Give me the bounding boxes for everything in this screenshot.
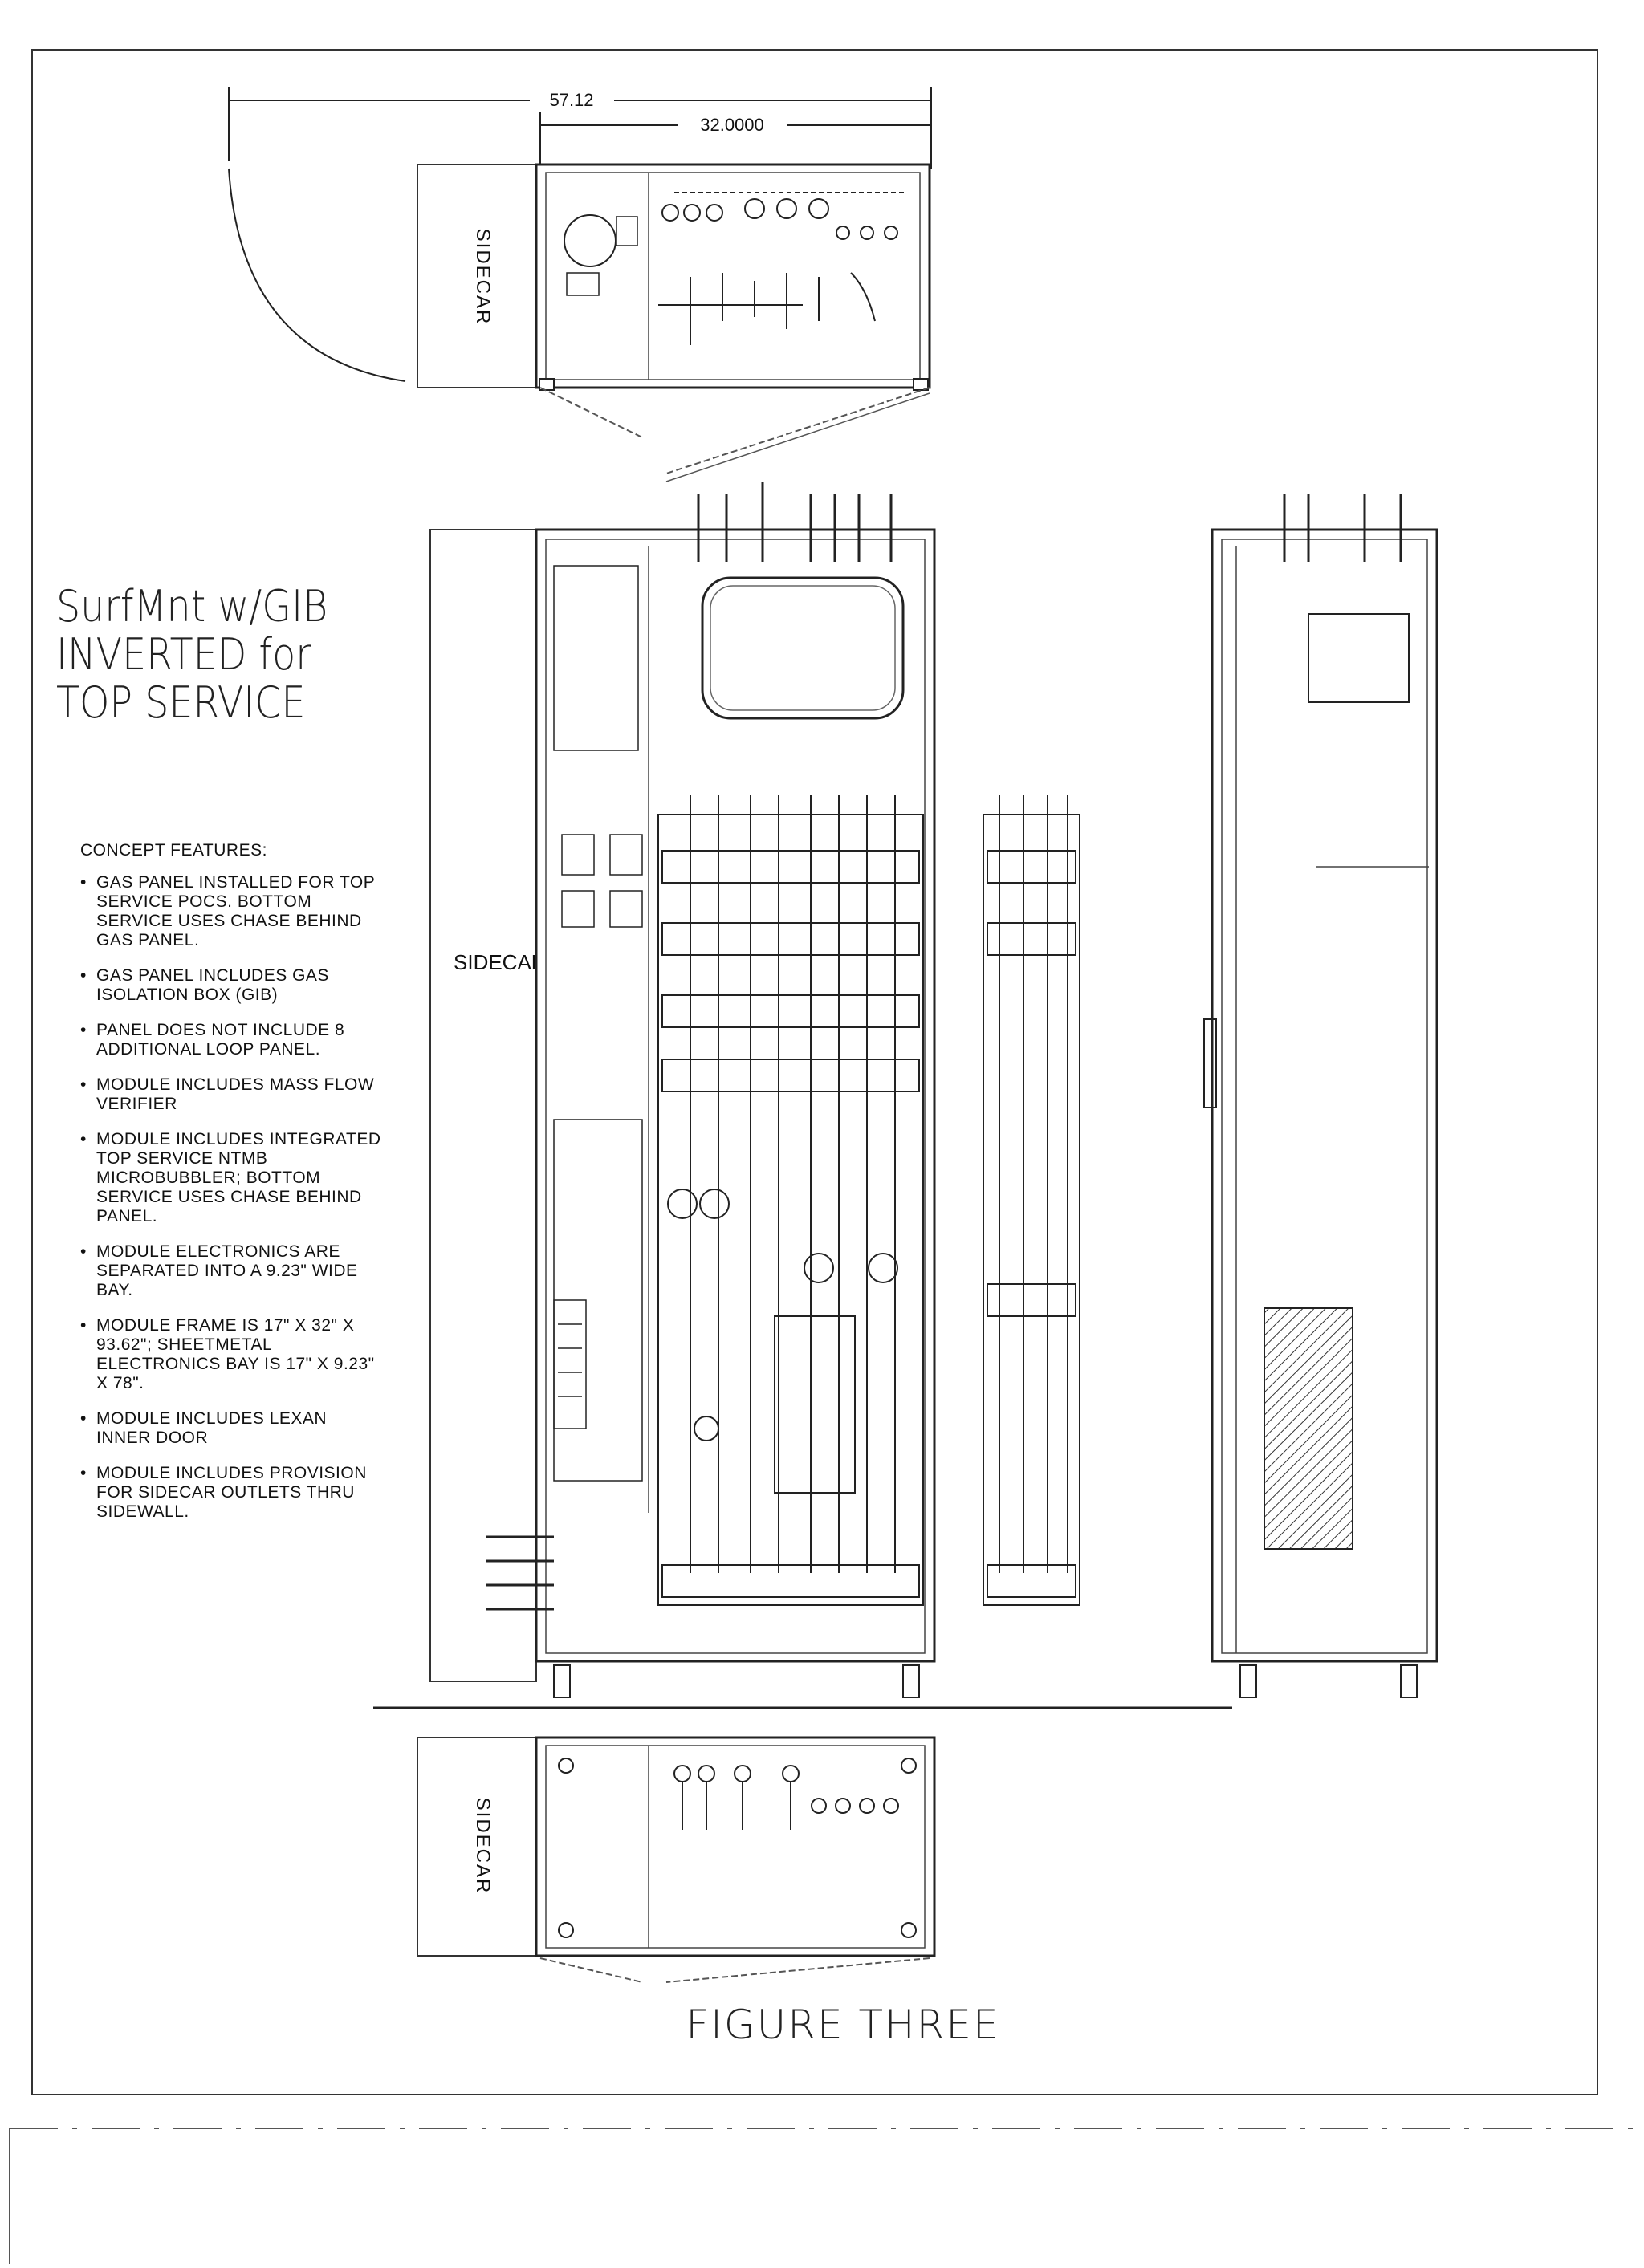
door-panel-right-bottom	[665, 1957, 930, 1983]
concept-features: CONCEPT FEATURES: GAS PANEL INSTALLED FO…	[80, 841, 385, 1538]
figure-caption: FIGURE THREE	[686, 2002, 1000, 2048]
title-line-2: INVERTED for	[56, 629, 311, 680]
sidecar-label-bottom: SIDECAR	[472, 1798, 494, 1895]
door-panel-right-top-edge	[665, 392, 930, 482]
title-line-3: TOP SERVICE	[56, 677, 306, 728]
sidecar-box-top	[417, 164, 537, 388]
gas-sticks-front	[661, 795, 920, 1598]
feature-item: GAS PANEL INCLUDES GAS ISOLATION BOX (GI…	[80, 966, 385, 1005]
module-body-top	[535, 163, 931, 389]
module-inner-top	[545, 172, 921, 380]
gas-panel	[657, 814, 924, 1606]
electronics-bay	[553, 565, 643, 1482]
feature-item: GAS PANEL INSTALLED FOR TOP SERVICE POCs…	[80, 873, 385, 950]
module-inner-bottom	[545, 1745, 926, 1949]
sidecar-label-front: SIDECAR	[454, 950, 547, 974]
top-poc-stubs	[697, 482, 893, 562]
door-swing-arc	[228, 168, 406, 382]
sidecar-box-front	[429, 529, 537, 1682]
top-view: 57.12 32.0000 SIDECAR	[228, 87, 932, 482]
sheet-border	[31, 49, 1598, 2095]
poc-row-bottom	[558, 1758, 917, 1938]
module-inner-side	[1221, 539, 1428, 1654]
side-pocs	[1283, 494, 1402, 562]
component-block-top-2	[566, 272, 600, 296]
lower-frame	[9, 2128, 1634, 2264]
hatched-section	[1264, 1307, 1353, 1550]
door-panel-left-bottom	[539, 1957, 643, 1983]
gas-isolation-box	[1308, 613, 1410, 703]
feature-item: PANEL DOES NOT INCLUDE 8 ADDITIONAL LOOP…	[80, 1021, 385, 1059]
feature-item: MODULE INCLUDES MASS FLOW VERIFIER	[80, 1075, 385, 1114]
feature-item: MODULE INCLUDES PROVISION FOR SIDECAR OU…	[80, 1464, 385, 1522]
sidecar-label-top: SIDECAR	[472, 229, 494, 326]
sidecar-outlets	[486, 1535, 554, 1611]
feature-item: MODULE INCLUDES INTEGRATED TOP SERVICE N…	[80, 1130, 385, 1226]
lexan-window	[701, 576, 905, 720]
loop-panel	[983, 795, 1080, 1606]
feet-front	[553, 1664, 920, 1698]
side-view	[1203, 494, 1438, 1698]
drawing-title: SurfMnt w/GIB INVERTED for TOP SERVICE	[56, 583, 377, 727]
features-list: GAS PANEL INSTALLED FOR TOP SERVICE POCs…	[80, 873, 385, 1522]
door-panel-right-top	[665, 387, 930, 474]
front-view: SIDECAR	[429, 482, 936, 1698]
lexan-window-inner	[710, 585, 896, 711]
sidecar-box-bottom	[417, 1737, 537, 1957]
module-inner-front	[545, 539, 926, 1654]
bottom-view: SIDECAR	[417, 1736, 936, 1983]
dim-overall-width: 57.12	[549, 90, 593, 110]
feet-top	[539, 378, 929, 391]
door-handle	[1203, 1018, 1217, 1108]
title-line-1: SurfMnt w/GIB	[56, 581, 328, 632]
feature-item: MODULE ELECTRONICS ARE SEPARATED INTO A …	[80, 1242, 385, 1300]
door-panel-left-top	[539, 387, 643, 438]
feature-item: MODULE FRAME IS 17" x 32" x 93.62"; SHEE…	[80, 1316, 385, 1393]
feet-side	[1239, 1664, 1418, 1698]
feature-item: MODULE INCLUDES LEXAN INNER DOOR	[80, 1409, 385, 1448]
poc-row-top	[661, 198, 898, 240]
component-block-top	[616, 216, 638, 246]
piping-top	[658, 192, 907, 345]
features-heading: CONCEPT FEATURES:	[80, 841, 267, 860]
dim-module-width: 32.0000	[700, 115, 764, 135]
microbubbler-tank-top	[564, 214, 616, 267]
